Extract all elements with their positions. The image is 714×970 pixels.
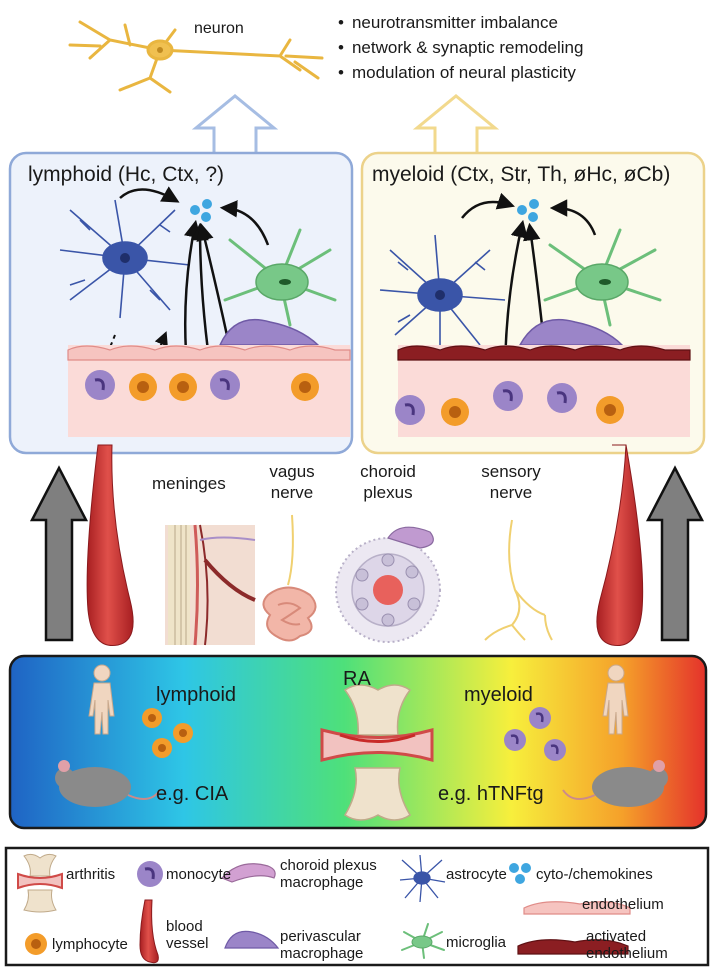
myeloid-astrocyte-icon	[379, 234, 506, 350]
effect-item: neurotransmitter imbalance	[338, 10, 583, 35]
effect-item: network & synaptic remodeling	[338, 35, 584, 60]
legend-choroid-macrophage-icon	[220, 863, 276, 883]
neuron-label: neuron	[194, 20, 244, 37]
vagus-nerve-label: vagus nerve	[269, 462, 315, 502]
cia-model-label: e.g. CIA	[156, 783, 229, 805]
ra-label: RA	[343, 668, 371, 690]
left-gray-arrow	[29, 465, 89, 642]
human-figure-left-icon	[88, 664, 115, 735]
lymphoid-up-arrow	[191, 94, 279, 160]
lymphoid-astrocyte-icon	[59, 199, 191, 319]
htnftg-model-label: e.g. hTNFtg	[438, 783, 544, 805]
legend-monocyte-icon	[137, 861, 163, 887]
legend-lymphocyte-label: lymphocyte	[52, 936, 128, 953]
legend-microglia-label: microglia	[446, 934, 507, 951]
mouse-left-icon	[55, 760, 161, 807]
legend-astrocyte-icon	[399, 854, 446, 903]
ra-joint-icon	[320, 684, 434, 821]
legend-blood-vessel-label: blood vessel	[166, 918, 209, 952]
bottom-lymphoid-label: lymphoid	[156, 684, 237, 706]
lymphoid-perivascular-macrophage-icon	[218, 318, 320, 346]
legend-blood-vessel-icon	[139, 899, 159, 964]
right-blood-vessel-icon	[596, 444, 644, 647]
neural-effects-list: neurotransmitter imbalance network & syn…	[338, 10, 584, 85]
lymphoid-microglia-icon	[223, 228, 337, 327]
lymphoid-cytokines-icon	[190, 199, 212, 222]
human-figure-right-icon	[602, 664, 629, 735]
legend-monocyte-label: monocyte	[166, 866, 232, 883]
meninges-label: meninges	[152, 474, 226, 493]
vagus-nerve-intestine-icon	[262, 514, 317, 642]
legend-endothelium-label: endothelium	[582, 896, 664, 913]
myeloid-activated-endothelium-icon	[397, 345, 691, 437]
myeloid-perivascular-macrophage-icon	[518, 318, 624, 346]
neuron-icon	[68, 20, 324, 94]
legend-endothelium-icon	[523, 901, 631, 915]
bottom-monocytes-icon	[504, 707, 566, 761]
legend-perivascular-macrophage-icon	[224, 930, 280, 949]
legend-astrocyte-label: astrocyte	[446, 866, 507, 883]
legend-arthritis-icon	[17, 853, 63, 913]
sensory-nerve-label: sensory nerve	[481, 462, 541, 502]
legend-microglia-icon	[401, 923, 445, 959]
legend-cytokines-icon	[509, 863, 531, 884]
myeloid-microglia-icon	[543, 228, 662, 327]
legend-choroid-macrophage-label: choroid plexus macrophage	[280, 857, 377, 891]
legend-activated-endothelium-icon	[517, 939, 629, 955]
meninges-icon	[165, 524, 256, 646]
legend-arthritis-label: arthritis	[66, 866, 116, 883]
legend-lymphocyte-icon	[25, 933, 47, 955]
choroid-plexus-icon	[335, 526, 441, 643]
lymphoid-panel-title: lymphoid (Hc, Ctx, ?)	[28, 163, 225, 186]
left-blood-vessel-icon	[86, 444, 134, 647]
choroid-plexus-label: choroid plexus	[360, 462, 416, 502]
mouse-right-icon	[562, 760, 668, 807]
myeloid-cytokines-icon	[517, 199, 539, 222]
lymphoid-endothelium-icon	[67, 345, 351, 437]
bottom-myeloid-label: myeloid	[464, 684, 533, 706]
effect-item: modulation of neural plasticity	[338, 60, 583, 85]
right-gray-arrow	[645, 465, 705, 642]
legend-activated-endothelium-label: activated endothelium	[586, 928, 668, 962]
myeloid-panel-title: myeloid (Ctx, Str, Th, øHc, øCb)	[372, 163, 671, 186]
lymphoid-blood-cells	[85, 370, 319, 401]
legend-cytokines-label: cyto-/chemokines	[536, 866, 653, 883]
bottom-lymphocytes-icon	[142, 708, 193, 758]
myeloid-up-arrow	[412, 94, 500, 160]
sensory-nerve-icon	[484, 519, 553, 641]
myeloid-blood-cells	[395, 381, 624, 426]
legend-perivascular-label: perivascular macrophage	[280, 928, 364, 962]
